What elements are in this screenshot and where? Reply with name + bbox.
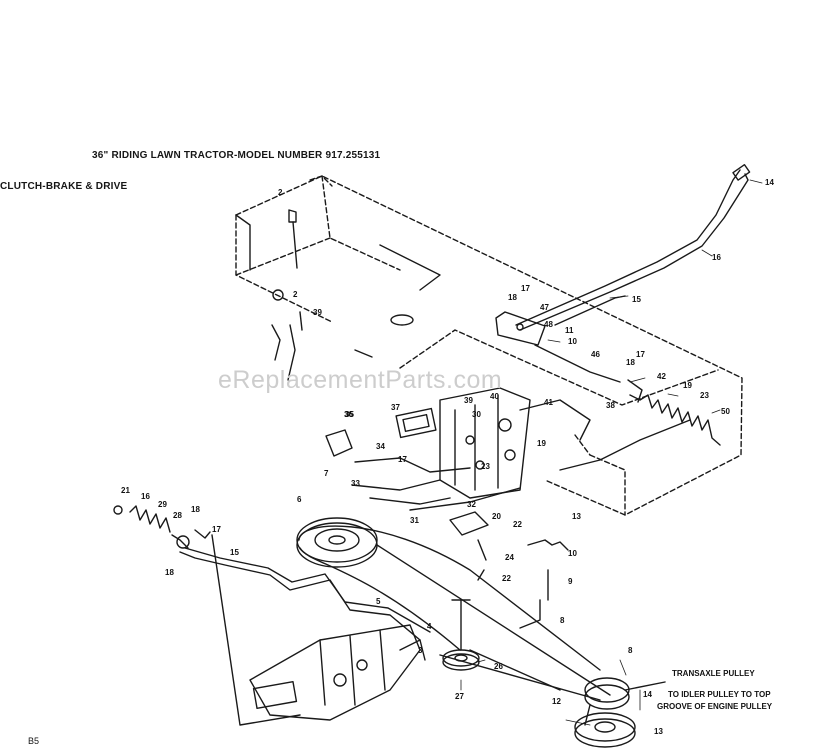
transaxle [249, 624, 426, 721]
part-number: 6 [297, 495, 302, 504]
part-number: 4 [427, 622, 432, 631]
transaxle-pulley-label: TRANSAXLE PULLEY [672, 669, 755, 678]
part-number: 17 [636, 350, 645, 359]
page-code: B5 [28, 736, 40, 746]
document-title: 36" RIDING LAWN TRACTOR-MODEL NUMBER 917… [92, 150, 381, 161]
part-number: 2 [278, 188, 283, 197]
part-number: 27 [455, 692, 464, 701]
part-number: 18 [165, 568, 174, 577]
clutch-bracket [495, 311, 621, 383]
brake-spring [627, 379, 721, 446]
part-number: 41 [544, 398, 553, 407]
section-title: CLUTCH-BRAKE & DRIVE [0, 181, 128, 192]
part-number: 35 [345, 410, 354, 419]
part-number: 32 [467, 500, 476, 509]
part-number: 15 [230, 548, 239, 557]
part-number: 31 [410, 516, 419, 525]
part-number: 17 [398, 455, 407, 464]
part-number: 15 [632, 295, 641, 304]
part-number: 50 [721, 407, 730, 416]
part-number: 33 [351, 479, 360, 488]
part-number: 37 [391, 403, 400, 412]
part-number: 36 [344, 410, 353, 419]
clutch-assembly [395, 387, 591, 581]
part-number: 46 [591, 350, 600, 359]
part-number: 23 [481, 462, 490, 471]
part-number: 19 [537, 439, 546, 448]
drive-belt [298, 525, 611, 701]
part-number: 39 [313, 308, 322, 317]
part-number: 13 [654, 727, 663, 736]
part-number: 22 [513, 520, 522, 529]
part-number: 8 [560, 616, 565, 625]
part-number: 10 [568, 549, 577, 558]
clutch-rod [179, 534, 549, 726]
part-number: 10 [568, 337, 577, 346]
part-number: 29 [158, 500, 167, 509]
part-number: 16 [712, 253, 721, 262]
hardware-bolts [271, 209, 303, 381]
part-number: 14 [643, 690, 652, 699]
part-number: 18 [191, 505, 200, 514]
part-number: 8 [628, 646, 633, 655]
mounting-plate [235, 214, 441, 358]
part-number: 7 [324, 469, 329, 478]
part-number: 2 [293, 290, 298, 299]
part-number: 13 [572, 512, 581, 521]
part-number: 3 [418, 646, 423, 655]
part-number: 38 [606, 401, 615, 410]
part-number: 24 [505, 553, 514, 562]
part-number: 34 [376, 442, 385, 451]
part-number: 42 [657, 372, 666, 381]
part-number: 47 [540, 303, 549, 312]
part-number: 22 [502, 574, 511, 583]
part-number: 14 [765, 178, 774, 187]
engine-pulley [296, 517, 378, 568]
part-number: 26 [494, 662, 503, 671]
part-number: 17 [212, 525, 221, 534]
leader-lines [460, 179, 763, 726]
part-number: 21 [121, 486, 130, 495]
brake-rods [325, 419, 691, 511]
part-number: 5 [376, 597, 381, 606]
frame-outline [235, 175, 743, 516]
part-number: 23 [700, 391, 709, 400]
transaxle-pulley [574, 677, 666, 748]
part-number: 28 [173, 511, 182, 520]
part-number: 17 [521, 284, 530, 293]
part-number: 30 [472, 410, 481, 419]
belt-route-note-1: TO IDLER PULLEY TO TOP [668, 690, 771, 699]
part-number: 18 [626, 358, 635, 367]
part-number: 16 [141, 492, 150, 501]
clutch-spring [113, 505, 211, 549]
watermark: eReplacementParts.com [218, 366, 503, 394]
part-number: 40 [490, 392, 499, 401]
idler-pulley [442, 599, 480, 671]
part-number: 48 [544, 320, 553, 329]
part-number: 12 [552, 697, 561, 706]
part-number: 19 [683, 381, 692, 390]
shift-lever [515, 164, 751, 331]
part-number: 11 [565, 326, 574, 335]
part-number: 20 [492, 512, 501, 521]
part-number: 9 [568, 577, 573, 586]
part-number: 18 [508, 293, 517, 302]
belt-route-note-2: GROOVE OF ENGINE PULLEY [657, 702, 773, 711]
part-number: 39 [464, 396, 473, 405]
